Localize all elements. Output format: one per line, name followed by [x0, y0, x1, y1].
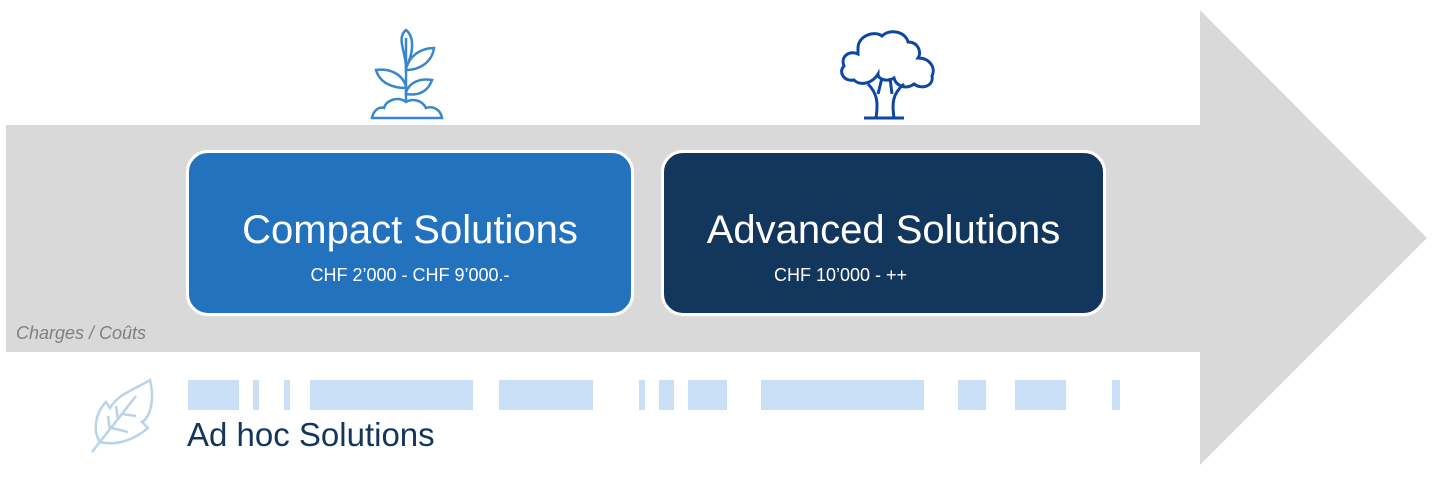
leaf-icon: [91, 378, 154, 453]
tree-icon: [840, 30, 935, 120]
dash: [284, 380, 290, 410]
compact-solutions-title: Compact Solutions: [242, 208, 578, 252]
advanced-solutions-title: Advanced Solutions: [706, 208, 1061, 252]
dash: [761, 380, 924, 410]
dash: [499, 380, 593, 410]
dash: [253, 380, 259, 410]
compact-solutions-card[interactable]: Compact Solutions CHF 2’000 - CHF 9’000.…: [186, 150, 634, 316]
dash: [659, 380, 674, 410]
dash: [688, 380, 727, 410]
advanced-solutions-price: CHF 10’000 - ++: [774, 265, 908, 285]
sprout-icon: [370, 28, 444, 120]
adhoc-solutions-title: Ad hoc Solutions: [187, 416, 435, 453]
advanced-solutions-card[interactable]: Advanced Solutions CHF 10’000 - ++: [661, 150, 1106, 316]
dash: [1015, 380, 1066, 410]
axis-label: Charges / Coûts: [16, 323, 147, 343]
dash: [310, 380, 473, 410]
dash: [188, 380, 239, 410]
dash: [1112, 380, 1120, 410]
dash: [639, 380, 645, 410]
dash: [958, 380, 986, 410]
compact-solutions-price: CHF 2’000 - CHF 9’000.-: [310, 265, 510, 285]
